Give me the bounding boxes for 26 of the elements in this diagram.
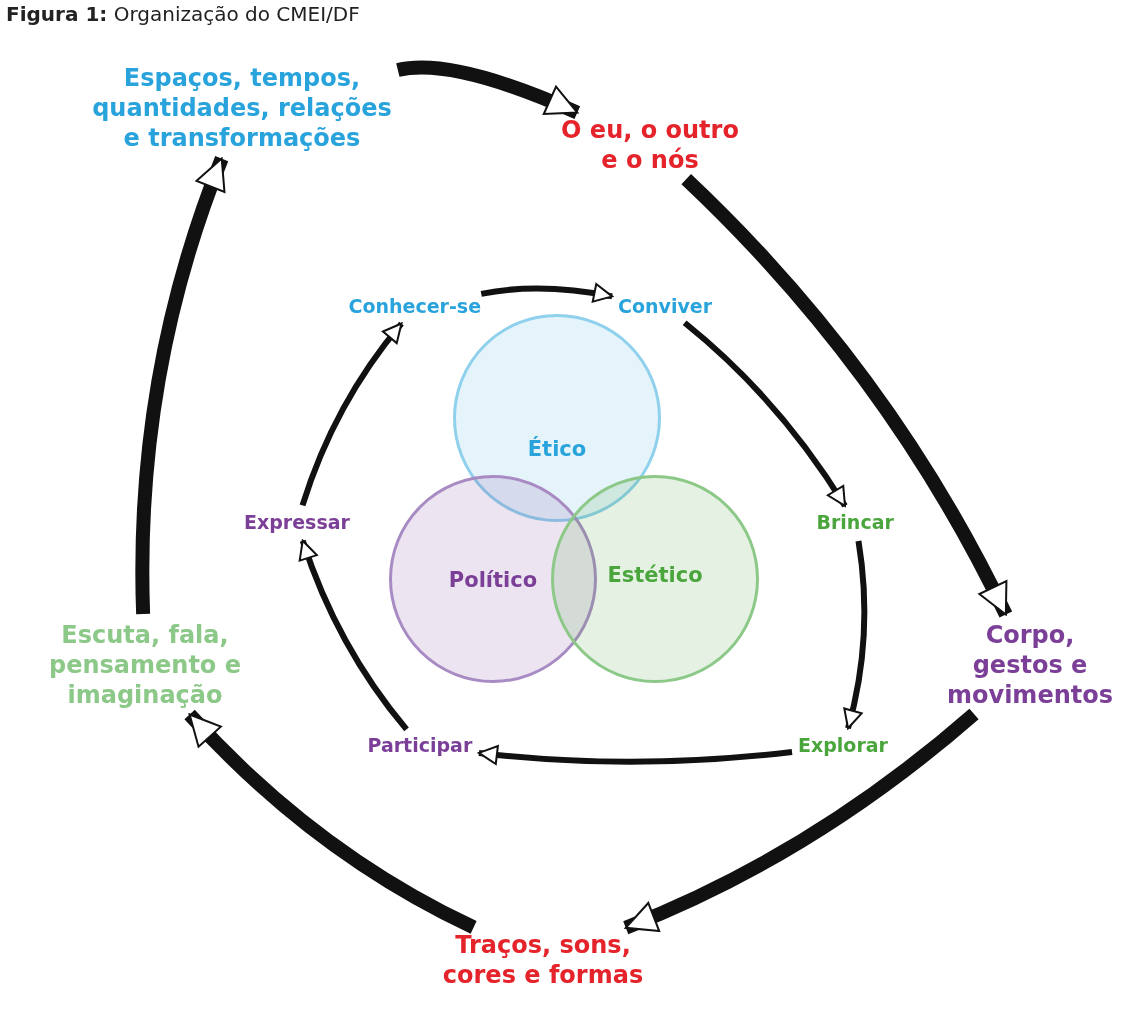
circle-label: Estético bbox=[606, 563, 704, 587]
right-label: Participar bbox=[367, 734, 473, 758]
arrow bbox=[842, 540, 868, 730]
circle-label: Político bbox=[447, 568, 539, 592]
arrow bbox=[299, 539, 409, 732]
field-of-experience-label: Traços, sons, cores e formas bbox=[423, 930, 663, 990]
arrow bbox=[682, 320, 848, 508]
circle-label: Ético bbox=[526, 437, 588, 461]
right-label: Explorar bbox=[798, 734, 888, 758]
right-label: Conhecer-se bbox=[348, 295, 482, 319]
arrow bbox=[299, 321, 404, 507]
right-label: Conviver bbox=[618, 295, 713, 319]
arrow bbox=[396, 60, 581, 119]
figure-title: Figura 1: Organização do CMEI/DF bbox=[6, 2, 360, 26]
arrow bbox=[681, 174, 1013, 618]
arrow bbox=[135, 156, 229, 615]
field-of-experience-label: Escuta, fala, pensamento e imaginação bbox=[20, 620, 270, 710]
arrow bbox=[480, 283, 614, 303]
right-label: Expressar bbox=[244, 511, 350, 535]
field-of-experience-label: Espaços, tempos, quantidades, relações e transformações bbox=[92, 63, 392, 153]
right-label: Brincar bbox=[816, 511, 894, 535]
arrow bbox=[477, 744, 793, 765]
arrow bbox=[623, 708, 979, 935]
arrow bbox=[184, 709, 477, 934]
field-of-experience-label: Corpo, gestos e movimentos bbox=[945, 620, 1115, 710]
field-of-experience-label: O eu, o outro e o nós bbox=[550, 115, 750, 175]
